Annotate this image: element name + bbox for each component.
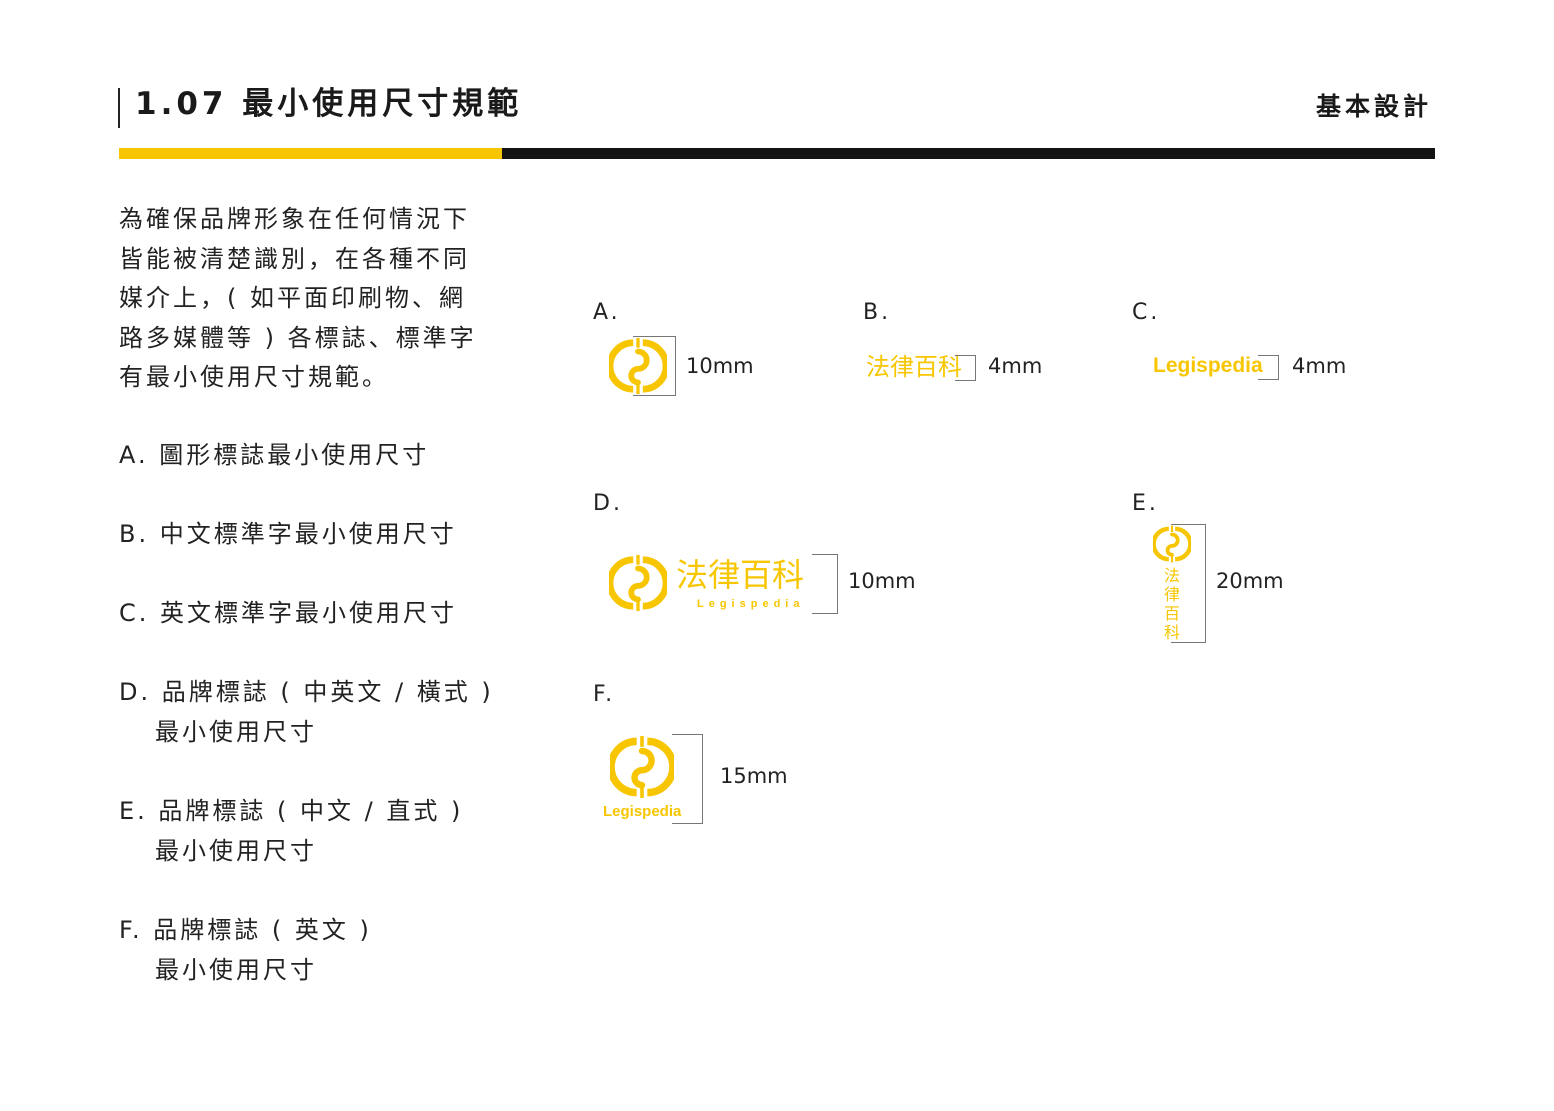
- wordmark-char: 律: [1163, 585, 1180, 604]
- size-label: 15mm: [720, 764, 788, 788]
- section-label: 基本設計: [1315, 92, 1432, 121]
- example-a-label: A.: [593, 300, 621, 325]
- chinese-wordmark: 法律百科: [866, 353, 962, 381]
- wordmark-char: 法: [1163, 566, 1180, 585]
- size-bracket: [812, 554, 838, 614]
- list-item: F. 品牌標誌 ( 英文 ) 最小使用尺寸: [119, 911, 372, 990]
- item-text: D. 品牌標誌 ( 中英文 / 橫式 ): [119, 678, 494, 706]
- size-label: 4mm: [1292, 354, 1347, 378]
- english-wordmark: Legispedia: [1153, 354, 1263, 377]
- size-label: 4mm: [988, 354, 1043, 378]
- size-bracket: [672, 734, 703, 824]
- page-title: 1.07 最小使用尺寸規範: [135, 86, 523, 122]
- header-bar: [502, 148, 1435, 159]
- size-bracket: [633, 336, 676, 396]
- logo-mark-icon: [609, 554, 667, 612]
- vertical-wordmark: 法 律 百 科: [1162, 566, 1182, 642]
- size-label: 10mm: [686, 354, 754, 378]
- wordmark-char: 科: [1163, 623, 1180, 642]
- example-d-label: D.: [593, 491, 623, 516]
- item-text: F. 品牌標誌 ( 英文 ): [119, 916, 372, 944]
- english-wordmark: Legispedia: [603, 803, 682, 820]
- size-bracket: [1258, 355, 1279, 380]
- example-e-label: E.: [1132, 491, 1159, 516]
- item-text: A. 圖形標誌最小使用尺寸: [119, 441, 430, 469]
- list-item: B. 中文標準字最小使用尺寸: [119, 515, 457, 555]
- wordmark-char: 百: [1163, 604, 1180, 623]
- item-text: B. 中文標準字最小使用尺寸: [119, 520, 457, 548]
- list-item: C. 英文標準字最小使用尺寸: [119, 594, 457, 634]
- size-bracket: [1171, 524, 1206, 643]
- english-wordmark: Legispedia: [697, 598, 805, 610]
- header-bar-accent: [119, 148, 502, 159]
- size-label: 10mm: [848, 569, 916, 593]
- item-text: C. 英文標準字最小使用尺寸: [119, 599, 458, 627]
- item-text: E. 品牌標誌 ( 中文 / 直式 ): [119, 797, 464, 825]
- item-text: 最小使用尺寸: [155, 836, 317, 865]
- item-text: 最小使用尺寸: [155, 955, 317, 984]
- intro-text: 為確保品牌形象在任何情況下皆能被清楚識別，在各種不同媒介上，( 如平面印刷物、網…: [119, 205, 477, 391]
- logo-mark-icon: [610, 735, 674, 799]
- example-c-label: C.: [1132, 300, 1161, 325]
- list-item: E. 品牌標誌 ( 中文 / 直式 ) 最小使用尺寸: [119, 792, 463, 871]
- size-bracket: [955, 355, 976, 381]
- item-text: 最小使用尺寸: [155, 717, 317, 746]
- example-b-label: B.: [863, 300, 892, 325]
- title-divider: [118, 88, 120, 128]
- size-label: 20mm: [1216, 569, 1284, 593]
- example-f-label: F.: [593, 682, 616, 707]
- list-item: A. 圖形標誌最小使用尺寸: [119, 436, 429, 476]
- list-item: D. 品牌標誌 ( 中英文 / 橫式 ) 最小使用尺寸: [119, 673, 494, 752]
- chinese-wordmark: 法律百科: [676, 556, 805, 594]
